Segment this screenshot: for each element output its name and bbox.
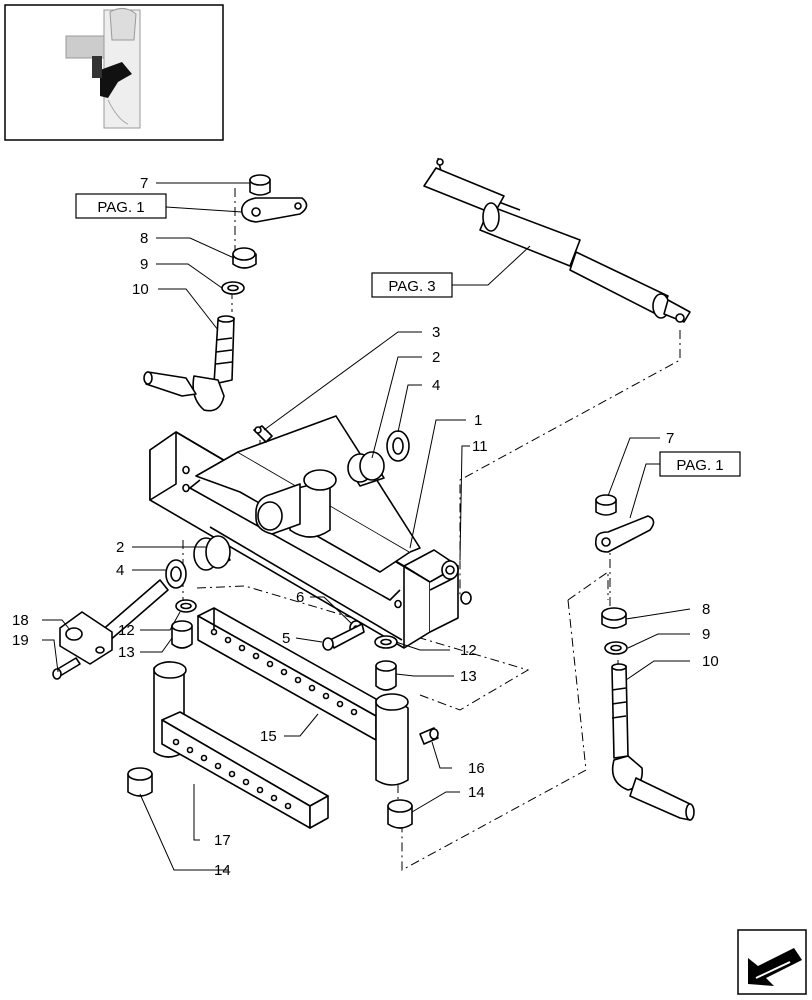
nut-part-7-left[interactable] (249, 174, 271, 196)
tractor-silhouette-icon (65, 8, 141, 129)
reference-box-pag1-right[interactable]: PAG. 1 (659, 451, 741, 477)
callout-2-lower: 2 (116, 539, 124, 556)
washer-part-12-left[interactable] (175, 599, 197, 613)
arrow-back-icon (748, 948, 802, 986)
washer-part-12-right[interactable] (374, 635, 398, 649)
callout-17: 17 (214, 832, 231, 849)
callout-13: 13 (118, 644, 135, 661)
callout-2: 2 (432, 349, 440, 366)
steering-arm-right[interactable] (594, 515, 655, 553)
steering-cylinder[interactable] (423, 157, 691, 323)
extension-arm-part-17[interactable] (153, 661, 329, 829)
callout-18: 18 (12, 612, 29, 629)
callout-7: 7 (140, 175, 148, 192)
callout-14-lower: 14 (214, 862, 231, 879)
callout-15: 15 (260, 728, 277, 745)
callout-9-right: 9 (702, 626, 710, 643)
grease-nipple-part-16[interactable] (419, 727, 439, 745)
stub-axle-part-10-left[interactable] (143, 315, 235, 412)
ref-label: PAG. 3 (388, 278, 435, 295)
washer-part-9-left[interactable] (221, 281, 245, 295)
bushing-part-14-left[interactable] (127, 767, 153, 797)
stub-axle-part-10-right[interactable] (611, 663, 695, 821)
callout-4-lower: 4 (116, 562, 124, 579)
callout-10-right: 10 (702, 653, 719, 670)
spacer-part-8-right[interactable] (601, 607, 627, 629)
nut-part-7-right[interactable] (595, 494, 617, 516)
callout-3: 3 (432, 324, 440, 341)
previous-page-button[interactable] (737, 929, 807, 995)
callout-19: 19 (12, 632, 29, 649)
callout-9: 9 (140, 256, 148, 273)
bushing-part-14-right[interactable] (387, 799, 413, 829)
steering-arm-left[interactable] (240, 197, 308, 223)
reference-box-pag3[interactable]: PAG. 3 (371, 272, 453, 298)
callout-11: 11 (472, 438, 488, 455)
extension-arm-part-15[interactable] (197, 607, 409, 786)
bolt-part-5[interactable] (322, 623, 365, 651)
callout-7-right: 7 (666, 430, 674, 447)
callout-10: 10 (132, 281, 149, 298)
spacer-part-8-left[interactable] (232, 247, 257, 269)
bushing-part-13-left[interactable] (171, 620, 193, 649)
callout-8: 8 (140, 230, 148, 247)
callout-16: 16 (468, 760, 485, 777)
locator-thumbnail[interactable] (4, 4, 224, 141)
reference-box-pag1-left[interactable]: PAG. 1 (75, 193, 167, 219)
callout-12-right: 12 (460, 642, 477, 659)
ref-label: PAG. 1 (676, 457, 723, 474)
callout-13-right: 13 (460, 668, 477, 685)
callout-8-right: 8 (702, 601, 710, 618)
washer-part-9-right[interactable] (604, 641, 628, 655)
ref-label: PAG. 1 (97, 199, 144, 216)
callout-14: 14 (468, 784, 485, 801)
callout-1: 1 (474, 412, 482, 429)
bushing-part-2-upper[interactable] (347, 451, 385, 487)
bushing-part-13-right[interactable] (375, 660, 397, 691)
leader-lines (42, 182, 691, 871)
axle-beam-part-1[interactable] (149, 415, 472, 649)
bushing-part-2-lower[interactable] (193, 535, 231, 571)
callout-5: 5 (282, 630, 290, 647)
callout-6: 6 (296, 589, 304, 606)
bolt-part-19[interactable] (52, 657, 81, 680)
callout-4: 4 (432, 377, 440, 394)
grease-nipple-part-3[interactable] (253, 425, 273, 443)
plug-part-11[interactable] (441, 560, 459, 580)
thrust-washer-part-4-upper[interactable] (386, 430, 410, 462)
callout-12: 12 (118, 622, 135, 639)
pivot-pin-part-18[interactable] (59, 579, 169, 665)
callout-numbers: 7 8 9 10 3 2 4 1 11 2 4 18 19 12 13 6 5 … (12, 175, 719, 879)
thrust-washer-part-4-lower[interactable] (165, 559, 187, 589)
